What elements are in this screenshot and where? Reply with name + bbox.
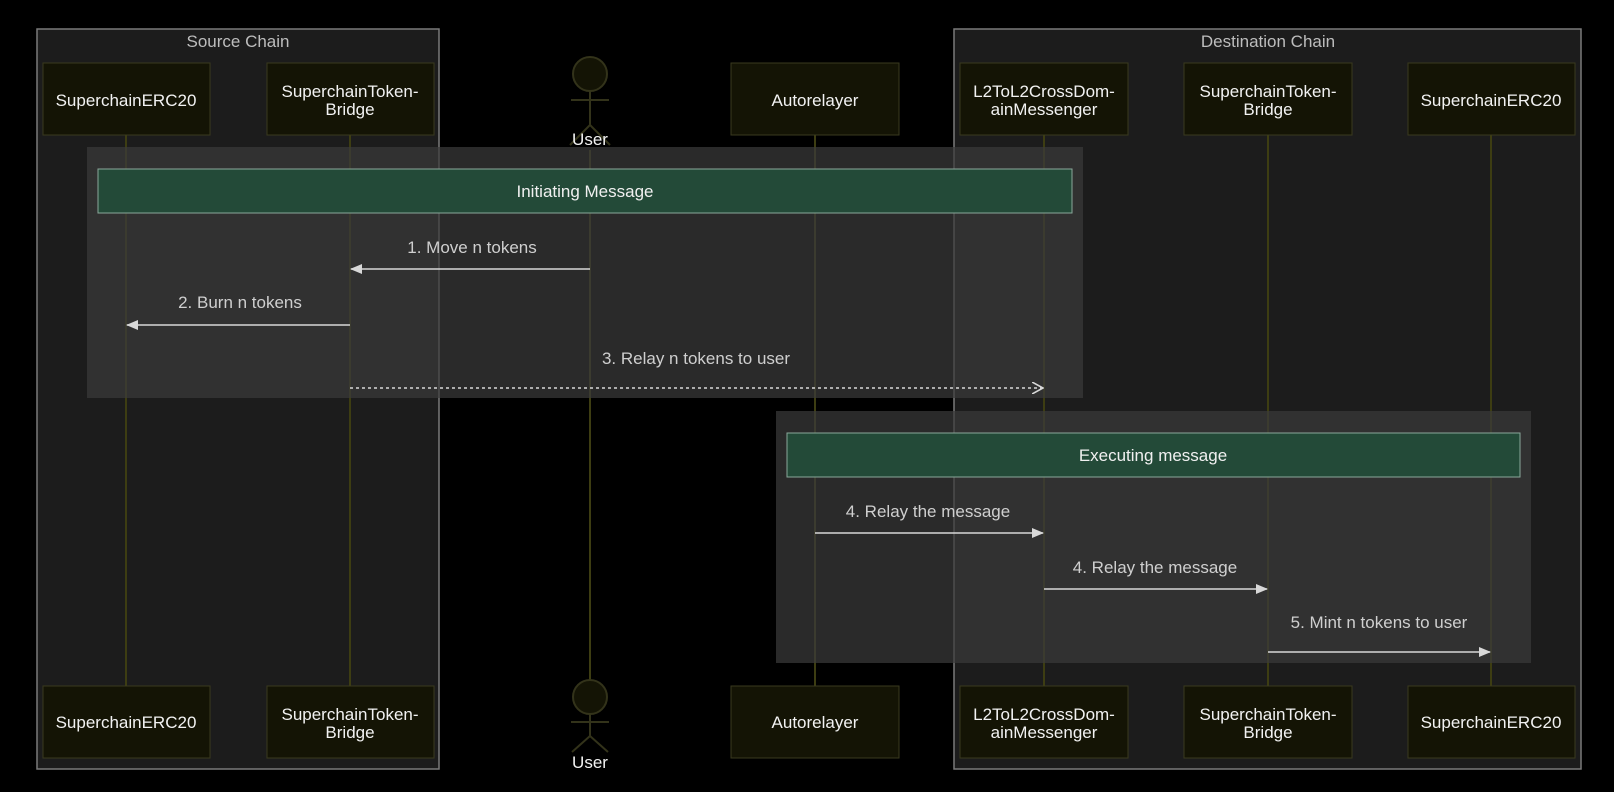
participant-dst-bridge-bottom: SuperchainToken-Bridge (1183, 685, 1353, 759)
participant-src-erc20-label: SuperchainERC20 (56, 91, 197, 110)
source-chain-group: Source Chain (36, 28, 440, 770)
participant-dst-erc20-bottom: SuperchainERC20 (1407, 685, 1576, 759)
destination-chain-title: Destination Chain (1201, 32, 1335, 51)
source-chain-title: Source Chain (186, 32, 289, 51)
participant-dst-bridge-top: SuperchainToken-Bridge (1183, 62, 1353, 136)
message-3-label: 3. Relay n tokens to user (602, 349, 790, 368)
participant-dst-erc20-top: SuperchainERC20 (1407, 62, 1576, 136)
participant-src-erc20-top: SuperchainERC20 (42, 62, 211, 136)
message-4b-label: 4. Relay the message (1073, 558, 1237, 577)
participant-autorelayer-label: Autorelayer (772, 91, 859, 110)
participant-messenger-label: L2ToL2CrossDom-ainMessenger (973, 82, 1115, 119)
participant-dst-bridge-label: SuperchainToken-Bridge (1199, 82, 1336, 119)
participant-autorelayer-top: Autorelayer (730, 62, 900, 136)
message-4b: 4. Relay the message (1044, 558, 1268, 594)
participant-src-bridge-label-bottom: SuperchainToken-Bridge (281, 705, 418, 742)
message-4a: 4. Relay the message (815, 502, 1044, 538)
initiating-note: Initiating Message (97, 168, 1073, 214)
participant-src-bridge-top: SuperchainToken-Bridge (266, 62, 435, 136)
participant-src-erc20-label-bottom: SuperchainERC20 (56, 713, 197, 732)
actor-user-top: User (569, 56, 611, 149)
executing-note-text: Executing message (1079, 446, 1227, 465)
user-head-icon (572, 56, 608, 92)
participant-autorelayer-bottom: Autorelayer (730, 685, 900, 759)
user-label-top: User (572, 130, 608, 149)
participant-dst-bridge-label-bottom: SuperchainToken-Bridge (1199, 705, 1336, 742)
message-3: 3. Relay n tokens to user (350, 349, 1043, 388)
user-head-icon-bottom (572, 679, 608, 715)
participant-dst-erc20-label-bottom: SuperchainERC20 (1421, 713, 1562, 732)
actor-user-bottom: User (571, 679, 609, 772)
participant-dst-erc20-label: SuperchainERC20 (1421, 91, 1562, 110)
participant-messenger-bottom: L2ToL2CrossDom-ainMessenger (959, 685, 1129, 759)
message-1: 1. Move n tokens (350, 238, 590, 274)
participant-src-erc20-bottom: SuperchainERC20 (42, 685, 211, 759)
message-2: 2. Burn n tokens (126, 293, 350, 330)
participant-autorelayer-label-bottom: Autorelayer (772, 713, 859, 732)
participant-src-bridge-bottom: SuperchainToken-Bridge (266, 685, 435, 759)
message-5-label: 5. Mint n tokens to user (1291, 613, 1468, 632)
participant-messenger-label-bottom: L2ToL2CrossDom-ainMessenger (973, 705, 1115, 742)
message-5: 5. Mint n tokens to user (1268, 613, 1491, 657)
participant-src-bridge-label: SuperchainToken-Bridge (281, 82, 418, 119)
user-label-bottom: User (572, 753, 608, 772)
initiating-note-text: Initiating Message (516, 182, 653, 201)
message-2-label: 2. Burn n tokens (178, 293, 302, 312)
message-4a-label: 4. Relay the message (846, 502, 1010, 521)
participant-messenger-top: L2ToL2CrossDom-ainMessenger (959, 62, 1129, 136)
message-1-label: 1. Move n tokens (407, 238, 536, 257)
executing-note: Executing message (786, 432, 1521, 478)
